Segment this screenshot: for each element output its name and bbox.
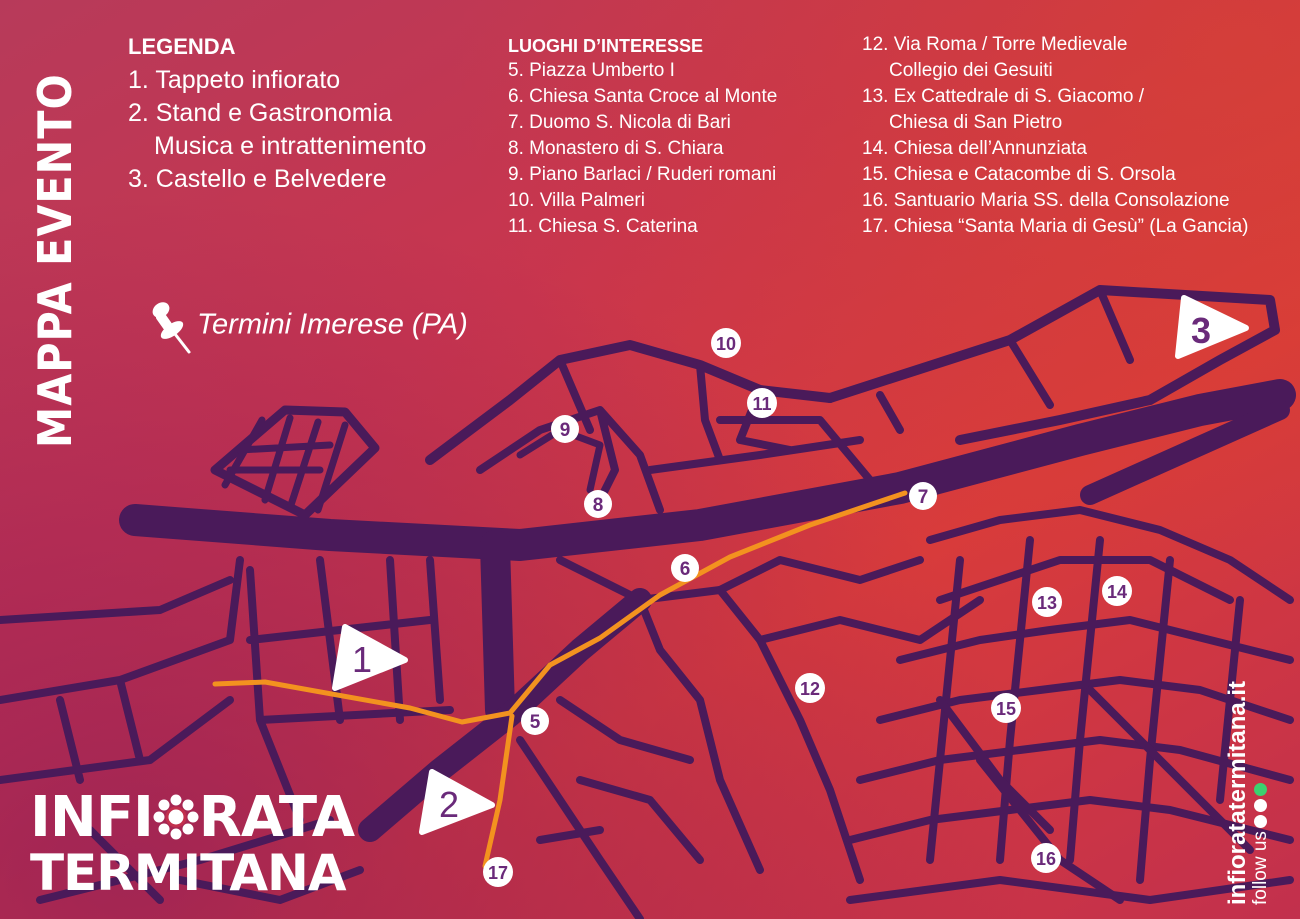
poi-item: Chiesa di San Pietro <box>889 112 1063 133</box>
poi-item: 11. Chiesa S. Caterina <box>508 216 698 237</box>
marker-3[interactable]: 3 <box>1175 295 1249 359</box>
pushpin-icon <box>152 302 191 354</box>
poi-heading: LUOGHI D’INTERESSE <box>508 36 704 56</box>
marker-5[interactable]: 5 <box>521 707 549 735</box>
poi-item: 9. Piano Barlaci / Ruderi romani <box>508 164 777 185</box>
marker-2[interactable]: 2 <box>419 769 495 835</box>
marker-label: 1 <box>352 639 372 680</box>
marker-label: 2 <box>439 784 459 825</box>
legend-item: Musica e intrattenimento <box>154 132 427 160</box>
marker-6[interactable]: 6 <box>671 554 699 582</box>
follow-line: follow us <box>1250 681 1272 905</box>
marker-14[interactable]: 14 <box>1102 576 1132 606</box>
marker-11[interactable]: 11 <box>747 388 777 418</box>
legend-item: 1. Tappeto infiorato <box>128 66 341 94</box>
poi-item: 15. Chiesa e Catacombe di S. Orsola <box>862 164 1176 185</box>
marker-7[interactable]: 7 <box>909 482 937 510</box>
poi-item: 14. Chiesa dell’Annunziata <box>862 138 1087 159</box>
marker-13[interactable]: 13 <box>1032 587 1062 617</box>
facebook-icon[interactable] <box>1254 799 1268 813</box>
marker-12[interactable]: 12 <box>795 673 825 703</box>
legend-item: 2. Stand e Gastronomia <box>128 99 393 127</box>
instagram-icon[interactable] <box>1254 815 1268 829</box>
poi-item: Collegio dei Gesuiti <box>889 60 1053 81</box>
marker-label: 3 <box>1191 310 1211 351</box>
poi-list-2: 12. Via Roma / Torre Medievale Collegio … <box>862 32 1249 240</box>
marker-label: 17 <box>488 863 508 883</box>
poi-item: 17. Chiesa “Santa Maria di Gesù” (La Gan… <box>862 216 1249 237</box>
event-route <box>212 490 908 869</box>
city-name: Termini Imerese <box>197 308 404 341</box>
marker-label: 14 <box>1107 582 1127 602</box>
legend: LEGENDA 1. Tappeto infiorato 2. Stand e … <box>128 34 426 196</box>
poi-item: 6. Chiesa Santa Croce al Monte <box>508 86 778 107</box>
marker-label: 15 <box>996 699 1016 719</box>
marker-label: 9 <box>560 420 571 441</box>
poi-item: 10. Villa Palmeri <box>508 190 645 211</box>
map-title: MAPPA EVENTO <box>28 73 82 448</box>
marker-label: 6 <box>680 559 691 580</box>
poi-item: 12. Via Roma / Torre Medievale <box>862 34 1128 55</box>
marker-label: 10 <box>716 334 736 354</box>
follow-us: follow us <box>1250 831 1271 905</box>
poi-item: 13. Ex Cattedrale di S. Giacomo / <box>862 86 1144 107</box>
location-label: Termini Imerese (PA) <box>145 298 468 354</box>
poi-item: 16. Santuario Maria SS. della Consolazio… <box>862 190 1230 211</box>
marker-10[interactable]: 10 <box>711 328 741 358</box>
flower-icon <box>153 794 199 840</box>
marker-15[interactable]: 15 <box>991 693 1021 723</box>
brand-line2: TERMITANA <box>30 844 347 902</box>
marker-label: 12 <box>800 679 820 699</box>
province: (PA) <box>411 308 468 341</box>
street-network <box>0 285 1296 919</box>
poi-item: 7. Duomo S. Nicola di Bari <box>508 112 731 133</box>
marker-label: 5 <box>530 712 541 733</box>
marker-label: 13 <box>1037 593 1057 613</box>
website: infioratatermitana.it follow us <box>1224 680 1272 905</box>
marker-label: 8 <box>593 495 604 516</box>
brand-logo: INFI RATA TERMITANA <box>30 790 355 902</box>
whatsapp-icon[interactable] <box>1254 783 1268 797</box>
poi-item: 8. Monastero di S. Chiara <box>508 138 724 159</box>
legend-heading: LEGENDA <box>128 34 236 59</box>
marker-label: 7 <box>918 487 929 508</box>
marker-label: 16 <box>1036 849 1056 869</box>
marker-17[interactable]: 17 <box>483 857 513 887</box>
marker-1[interactable]: 1 <box>332 624 408 691</box>
marker-8[interactable]: 8 <box>584 490 612 518</box>
website-url[interactable]: infioratatermitana.it <box>1224 680 1251 905</box>
marker-16[interactable]: 16 <box>1031 843 1061 873</box>
poi-list-1: LUOGHI D’INTERESSE 5. Piazza Umberto I 6… <box>508 34 777 240</box>
poi-item: 5. Piazza Umberto I <box>508 60 675 81</box>
brand-line1-a: INFI <box>30 785 154 850</box>
marker-label: 11 <box>752 394 771 414</box>
marker-9[interactable]: 9 <box>551 415 579 443</box>
brand-line1-b: RATA <box>198 785 355 850</box>
legend-item: 3. Castello e Belvedere <box>128 165 387 193</box>
